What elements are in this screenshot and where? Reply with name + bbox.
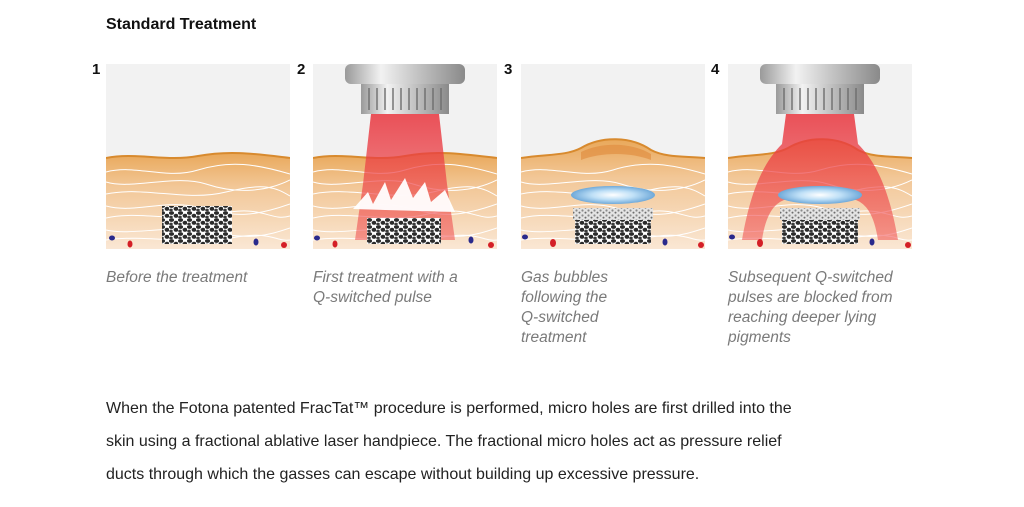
step-4-caption: Subsequent Q-switched pulses are blocked… [728, 269, 893, 346]
laser-flash [353, 178, 455, 212]
skin-layer [106, 152, 290, 249]
tattoo-pigment [575, 220, 651, 244]
step-3-number: 3 [504, 61, 513, 78]
step-3-caption: Gas bubbles following the Q-switched tre… [521, 269, 609, 346]
tattoo-pigment [782, 220, 858, 244]
step-1-number: 1 [92, 61, 101, 78]
step-2-number: 2 [297, 61, 306, 78]
description-paragraph: When the Fotona patented FracTat™ proced… [106, 400, 792, 483]
blood-cell [109, 235, 115, 241]
step-2-illustration [313, 64, 497, 249]
step-3-illustration [521, 64, 705, 249]
blood-cell [281, 242, 287, 248]
section-title: Standard Treatment [106, 16, 257, 33]
step-4-number: 4 [711, 61, 720, 78]
fragmented-pigment [780, 208, 860, 220]
step-2-caption: First treatment with a Q-switched pulse [313, 269, 458, 306]
blood-cell [127, 240, 133, 248]
step-1-illustration [106, 64, 290, 249]
tattoo-pigment [162, 206, 232, 244]
laser-beam [742, 114, 898, 240]
tattoo-pigment [367, 218, 441, 244]
laser-handpiece [760, 64, 880, 84]
laser-handpiece [345, 64, 465, 84]
fragmented-pigment [573, 208, 653, 220]
step-4-illustration [728, 64, 912, 249]
gas-bubble [778, 186, 862, 204]
step-1-caption: Before the treatment [106, 269, 248, 286]
blood-cell [253, 238, 259, 246]
gas-bubble [571, 186, 655, 204]
